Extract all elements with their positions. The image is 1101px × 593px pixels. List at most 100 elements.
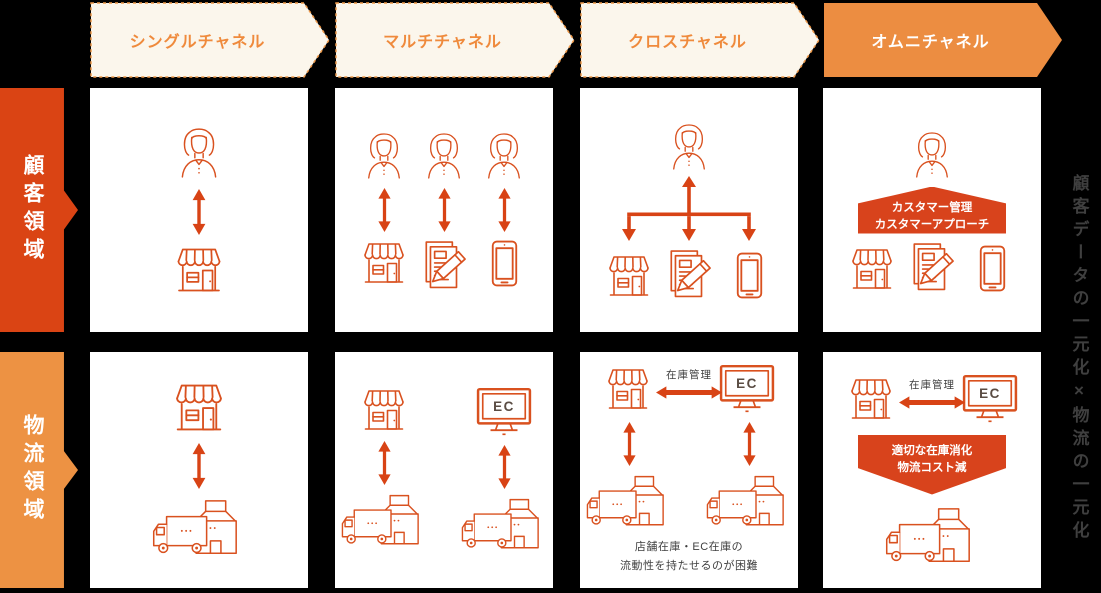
channel-column-mobile [474,130,534,290]
banner-line: カスタマーアプローチ [874,219,990,232]
two-way-arrow-icon [497,445,512,489]
channel-icons-row [599,249,779,299]
two-way-arrow-icon [437,188,452,232]
channel-step-multi: マルチチャネル [335,2,575,78]
two-way-arrow-icon [191,443,207,489]
panel-multi-logistics: EC [335,352,553,588]
cross-channel-issue-note: 店舗在庫・EC在庫の 流動性を持たせるのが困難 [620,538,758,575]
chevron-shape [824,3,1062,77]
store-icon [172,245,226,295]
panel-multi-customer [335,88,553,332]
note-line: 流動性を持たせるのが困難 [620,560,758,572]
channel-cell [599,249,659,299]
inventory-management-label: 在庫管理 [909,378,955,391]
two-way-arrow-icon [191,189,207,235]
channel-cell [842,242,902,292]
catalog-order-icon [667,249,711,299]
channel-step-label: オムニチャネル [871,34,990,51]
panel-single-customer [90,88,308,332]
channel-step-label: クロスチャネル [628,34,747,51]
banner-line: カスタマー管理 [891,201,973,214]
channel-column-store [354,130,414,290]
truck-warehouse-icon [885,506,979,567]
store-icon [604,253,654,299]
channel-cell [719,249,779,299]
channel-cell [659,249,719,299]
inventory-sync-group: 在庫管理 [656,367,722,401]
panel-cross-logistics: 在庫管理 EC 店舗在庫・EC在庫の [580,352,798,588]
smartphone-icon [491,240,518,287]
channel-cell [902,242,962,292]
ec-monitor-icon: EC [476,387,532,436]
customer-icon [911,129,953,179]
chevron-shape [335,2,575,78]
truck-warehouse-icon [152,498,246,559]
inventory-management-label: 在庫管理 [666,369,712,382]
channel-step-label: シングルチャネル [129,34,266,51]
inventory-sync-group: 在庫管理 [899,377,965,411]
logistics-column-store [336,387,432,553]
channel-step-single: シングルチャネル [90,2,330,78]
chevron-shape [580,2,820,78]
trucks-row [586,474,792,530]
ec-monitor-icon: EC [719,365,775,413]
channel-step-omni: オムニチャネル [823,2,1063,78]
logistics-columns: EC [336,387,552,553]
two-way-arrow-icon [742,422,757,466]
right-caption-text: 顧客データの一元化×物流の一元化 [1069,173,1089,544]
panel-omni-logistics: 在庫管理 EC 適切な在庫消化 物流コスト減 [823,352,1041,588]
banner-line: 適切な在庫消化 [891,444,973,457]
two-way-arrow-icon [497,188,512,232]
channel-step-label: マルチチャネル [383,34,502,51]
store-icon [846,376,896,422]
vertical-arrows-row [622,422,757,466]
smartphone-icon [736,252,763,299]
row-label-text: 物流領域 [21,414,44,526]
channel-icons-row [842,242,1022,292]
catalog-order-icon [422,240,466,290]
branching-arrows-icon [601,176,777,244]
truck-warehouse-icon [461,497,547,553]
customer-icon [483,130,525,180]
two-way-arrow-icon [377,441,392,485]
ec-label: EC [493,399,515,414]
horizontal-two-way-arrow-icon [656,384,722,401]
row-label-logistics: 物流領域 [0,352,78,588]
catalog-order-icon [910,242,954,292]
smartphone-icon [979,245,1006,292]
horizontal-two-way-arrow-icon [899,394,965,411]
ec-label: EC [736,376,758,391]
store-ec-sync-row: 在庫管理 EC [580,364,798,414]
truck-warehouse-icon [706,474,792,530]
two-way-arrow-icon [377,188,392,232]
row-label-text: 顧客領域 [21,154,44,266]
panel-cross-customer [580,88,798,332]
store-icon [170,381,228,434]
panel-single-logistics [90,352,308,588]
store-icon [359,387,409,433]
channel-step-cross: クロスチャネル [580,2,820,78]
store-ec-sync-row: 在庫管理 EC [823,374,1041,424]
panel-omni-customer: カスタマー管理 カスタマーアプローチ [823,88,1041,332]
note-line: 店舗在庫・EC在庫の [634,541,744,554]
two-way-arrow-icon [622,422,637,466]
ec-monitor-icon: EC [962,374,1018,422]
channel-cell [962,242,1022,292]
logistics-optimization-banner: 適切な在庫消化 物流コスト減 [858,434,1006,495]
store-icon [603,366,653,412]
row-label-customer: 顧客領域 [0,88,78,332]
truck-warehouse-icon [341,493,427,549]
truck-warehouse-icon [586,474,672,530]
channel-column-catalog [414,130,474,290]
customer-icon [363,130,405,180]
logistics-column-ec: EC [456,387,552,553]
banner-line: 物流コスト減 [897,462,967,475]
customer-icon [668,121,710,171]
customer-icon [423,130,465,180]
ec-label: EC [979,385,1001,400]
multi-channel-columns [354,130,534,290]
customer-management-banner: カスタマー管理 カスタマーアプローチ [858,186,1006,234]
store-icon [359,240,409,286]
customer-icon [176,125,222,179]
